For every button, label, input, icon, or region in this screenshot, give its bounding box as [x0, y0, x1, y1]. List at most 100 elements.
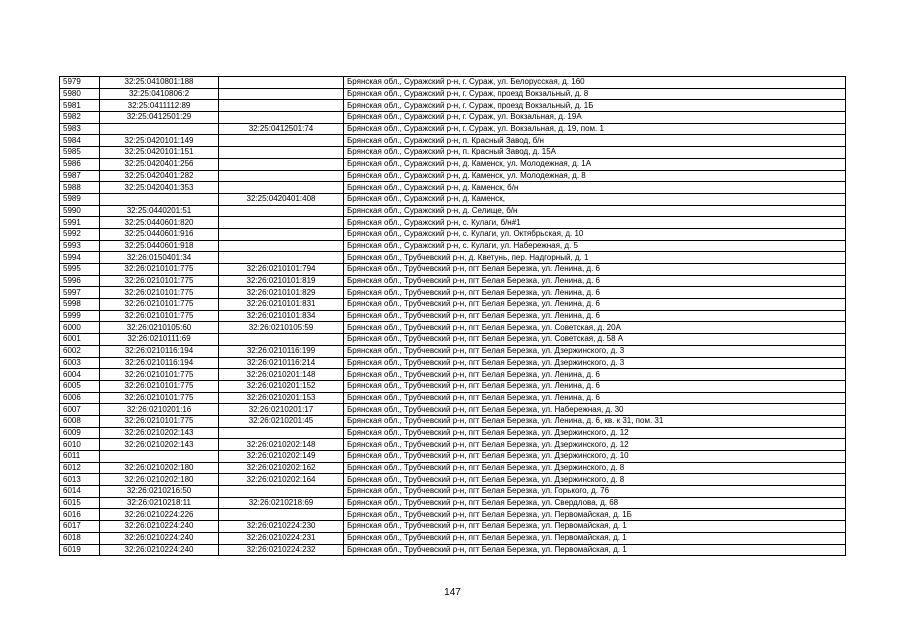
- address-cell: Брянская обл., Трубчевский р-н, пгт Бела…: [343, 298, 846, 311]
- premises-cadastral-number-cell: 32:26:0210116:199: [218, 344, 344, 358]
- premises-cadastral-number-cell: [218, 216, 344, 229]
- address-cell: Брянская обл., Суражский р-н, д. Каменск…: [343, 157, 846, 171]
- address-cell: Брянская обл., Суражский р-н, г. Сураж, …: [343, 111, 846, 124]
- cadastral-number-cell: [99, 192, 219, 206]
- row-number-cell: 6017: [59, 520, 100, 533]
- row-number-cell: 6008: [59, 414, 100, 428]
- address-cell: Брянская обл., Суражский р-н, с. Кулаги,…: [343, 216, 846, 229]
- cadastral-number-cell: 32:26:0210101:775: [99, 368, 219, 381]
- row-number-cell: 6010: [59, 438, 100, 451]
- address-cell: Брянская обл., Трубчевский р-н, пгт Бела…: [343, 531, 846, 545]
- row-number-cell: 5980: [59, 87, 100, 101]
- address-cell: Брянская обл., Суражский р-н, г. Сураж, …: [343, 87, 846, 101]
- premises-cadastral-number-cell: [218, 76, 344, 89]
- premises-cadastral-number-cell: 32:26:0210201:152: [218, 379, 344, 393]
- cadastral-number-cell: 32:26:0210101:775: [99, 263, 219, 276]
- premises-cadastral-number-cell: [218, 426, 344, 440]
- cadastral-number-cell: 32:26:0210202:143: [99, 438, 219, 451]
- cadastral-number-cell: 32:25:0410801:188: [99, 76, 219, 89]
- address-cell: Брянская обл., Трубчевский р-н, пгт Бела…: [343, 426, 846, 440]
- address-cell: Брянская обл., Суражский р-н, г. Сураж, …: [343, 76, 846, 89]
- premises-cadastral-number-cell: 32:26:0210201:17: [218, 403, 344, 416]
- row-number-cell: 6014: [59, 485, 100, 498]
- address-cell: Брянская обл., Трубчевский р-н, пгт Бела…: [343, 403, 846, 416]
- premises-cadastral-number-cell: 32:26:0210201:45: [218, 414, 344, 428]
- cadastral-number-cell: 32:26:0210101:775: [99, 298, 219, 311]
- address-cell: Брянская обл., Трубчевский р-н, д. Квету…: [343, 251, 846, 264]
- address-cell: Брянская обл., Трубчевский р-н, пгт Бела…: [343, 368, 846, 381]
- address-cell: Брянская обл., Суражский р-н, с. Кулаги,…: [343, 227, 846, 241]
- cadastral-number-cell: 32:26:0210101:775: [99, 286, 219, 300]
- premises-cadastral-number-cell: 32:26:0210201:153: [218, 391, 344, 405]
- address-cell: Брянская обл., Трубчевский р-н, пгт Бела…: [343, 473, 846, 487]
- premises-cadastral-number-cell: 32:26:0210101:834: [218, 309, 344, 323]
- row-number-cell: 5982: [59, 111, 100, 124]
- row-number-cell: 6006: [59, 391, 100, 405]
- premises-cadastral-number-cell: [218, 485, 344, 498]
- row-number-cell: 5981: [59, 99, 100, 113]
- row-number-cell: 5986: [59, 157, 100, 171]
- row-number-cell: 5985: [59, 146, 100, 159]
- cadastral-number-cell: 32:26:0210224:226: [99, 508, 219, 522]
- cadastral-number-cell: [99, 122, 219, 136]
- cadastral-number-cell: 32:26:0210101:775: [99, 379, 219, 393]
- page-number: 147: [444, 587, 461, 598]
- row-number-cell: 5998: [59, 298, 100, 311]
- cadastral-number-cell: 32:26:0210101:775: [99, 414, 219, 428]
- premises-cadastral-number-cell: 32:26:0210202:148: [218, 438, 344, 451]
- cadastral-number-cell: 32:26:0210224:240: [99, 520, 219, 533]
- row-number-cell: 5988: [59, 181, 100, 194]
- premises-cadastral-number-cell: [218, 239, 344, 253]
- cadastral-number-cell: 32:26:0210101:775: [99, 274, 219, 288]
- premises-cadastral-number-cell: 32:26:0210101:794: [218, 263, 344, 276]
- cadastral-number-cell: 32:25:0440201:51: [99, 204, 219, 218]
- premises-cadastral-number-cell: 32:26:0210202:162: [218, 461, 344, 475]
- premises-cadastral-number-cell: [218, 169, 344, 183]
- premises-cadastral-number-cell: 32:26:0210105:59: [218, 321, 344, 335]
- premises-cadastral-number-cell: 32:26:0210202:164: [218, 473, 344, 487]
- address-cell: Брянская обл., Суражский р-н, д. Селище,…: [343, 204, 846, 218]
- address-cell: Брянская обл., Трубчевский р-н, пгт Бела…: [343, 496, 846, 510]
- cadastral-number-cell: [99, 450, 219, 463]
- row-number-cell: 6003: [59, 356, 100, 370]
- cadastral-number-cell: 32:25:0440601:918: [99, 239, 219, 253]
- premises-cadastral-number-cell: 32:26:0210224:231: [218, 531, 344, 545]
- row-number-cell: 5983: [59, 122, 100, 136]
- row-number-cell: 5995: [59, 263, 100, 276]
- address-cell: Брянская обл., Трубчевский р-н, пгт Бела…: [343, 379, 846, 393]
- premises-cadastral-number-cell: 32:26:0210101:829: [218, 286, 344, 300]
- cadastral-number-cell: 32:26:0210101:775: [99, 391, 219, 405]
- cadastral-number-cell: 32:25:0410806:2: [99, 87, 219, 101]
- premises-cadastral-number-cell: [218, 181, 344, 194]
- address-cell: Брянская обл., Суражский р-н, г. Сураж, …: [343, 99, 846, 113]
- row-number-cell: 6004: [59, 368, 100, 381]
- address-cell: Брянская обл., Трубчевский р-н, пгт Бела…: [343, 485, 846, 498]
- address-cell: Брянская обл., Трубчевский р-н, пгт Бела…: [343, 309, 846, 323]
- premises-cadastral-number-cell: 32:26:0210101:819: [218, 274, 344, 288]
- address-cell: Брянская обл., Трубчевский р-н, пгт Бела…: [343, 356, 846, 370]
- row-number-cell: 5987: [59, 169, 100, 183]
